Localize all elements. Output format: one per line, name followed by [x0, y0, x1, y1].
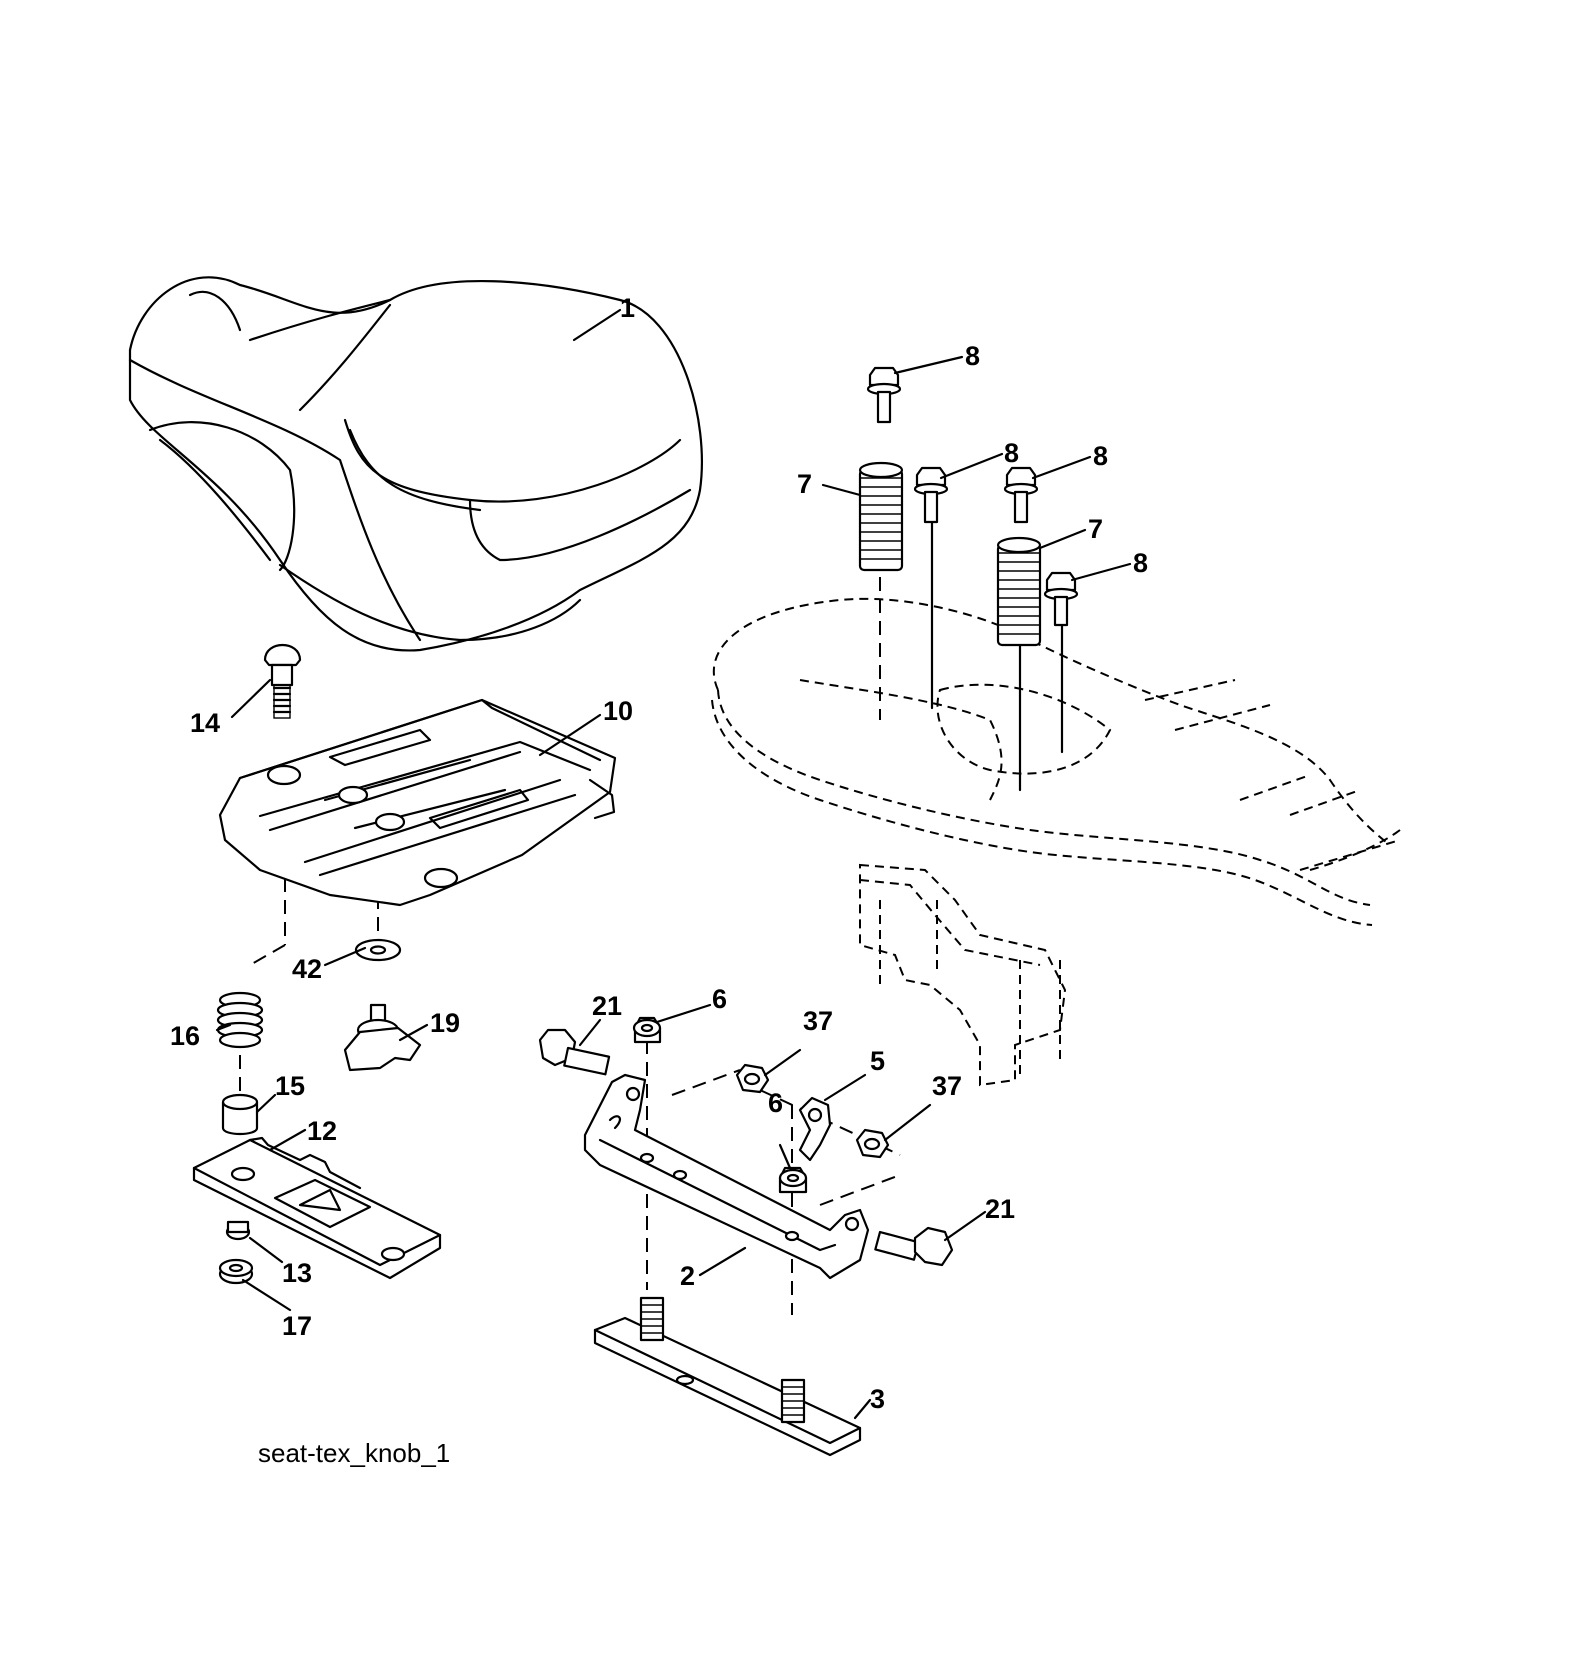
leader-lines: [215, 308, 1132, 1420]
callout-carriage-bolt: 14: [190, 708, 220, 738]
seat-bracket: [583, 1073, 870, 1280]
callout-bolt-21-left: 21: [592, 991, 622, 1021]
callout-nut-17: 17: [282, 1311, 312, 1341]
callout-knob: 19: [430, 1008, 460, 1038]
callout-bolt-mid-right: 8: [1093, 441, 1108, 471]
bolt-21-right: [874, 1226, 954, 1267]
callout-bolt-top: 8: [965, 341, 980, 371]
tractor-frame-outline: [711, 597, 1401, 1087]
callout-nut-37-lower: 37: [932, 1071, 962, 1101]
nut-17: [218, 1258, 254, 1285]
callout-labels: 1 8 7 8 8 7 8 14 10 42 19 16 15 12 13 17…: [170, 293, 1148, 1414]
bolt-8-mid-right: [1003, 466, 1039, 524]
bolt-21-left: [538, 1028, 611, 1076]
seat: [128, 276, 703, 652]
callout-spring-right: 7: [1088, 514, 1103, 544]
bracket-plate: [593, 1296, 862, 1457]
callout-bolt-21-right: 21: [985, 1194, 1015, 1224]
nut-37-lower: [855, 1128, 890, 1159]
callout-nut-6-upper: 6: [712, 984, 727, 1014]
callout-seat: 1: [620, 293, 635, 323]
spacer: [221, 1093, 259, 1136]
nut-37-upper: [735, 1063, 770, 1094]
spring-7-right: [996, 536, 1042, 647]
washer: [354, 938, 402, 962]
callout-nut-37-upper: 37: [803, 1006, 833, 1036]
callout-bracket-plate: 3: [870, 1384, 885, 1414]
callout-seat-pan: 10: [603, 696, 633, 726]
callout-seat-bracket: 2: [680, 1261, 695, 1291]
nut-13: [225, 1220, 251, 1241]
spring-7-left: [858, 461, 904, 572]
nut-6-upper: [632, 1016, 662, 1044]
bolt-8-right: [1043, 571, 1079, 627]
callout-nut-6-lower: 6: [768, 1088, 783, 1118]
callout-nut-13: 13: [282, 1258, 312, 1288]
clip: [798, 1096, 832, 1162]
callout-spring-left: 7: [797, 469, 812, 499]
seat-pan: [218, 698, 617, 907]
diagram-caption: seat-tex_knob_1: [258, 1438, 450, 1468]
bolt-8-mid-left: [913, 466, 949, 524]
callout-washer: 42: [292, 954, 322, 984]
callout-spring-16: 16: [170, 1021, 200, 1051]
callout-clip: 5: [870, 1046, 885, 1076]
carriage-bolt: [263, 644, 302, 719]
slide-plate: [192, 1136, 442, 1280]
knob: [343, 1003, 422, 1072]
callout-slide-plate: 12: [307, 1116, 337, 1146]
callout-bolt-mid-left: 8: [1004, 438, 1019, 468]
nut-6-lower: [778, 1166, 808, 1194]
spring-16: [216, 991, 264, 1049]
bolt-8-top: [866, 366, 902, 424]
callout-bolt-right: 8: [1133, 548, 1148, 578]
callout-spacer: 15: [275, 1071, 305, 1101]
